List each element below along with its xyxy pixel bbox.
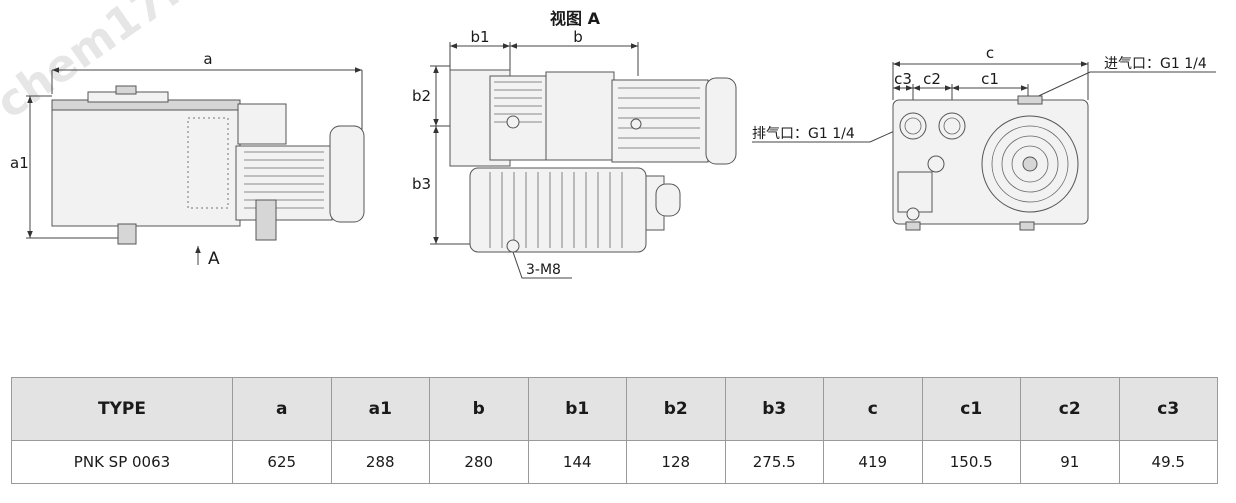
outlet-label: 排气口：G1 1/4 bbox=[752, 126, 855, 142]
column-header-b2: b2 bbox=[626, 377, 726, 441]
dim-label-c: c bbox=[986, 44, 994, 62]
cell-c: 419 bbox=[823, 440, 923, 484]
dim-label-c3: c3 bbox=[894, 70, 912, 88]
side-view: a a1 A bbox=[10, 50, 365, 269]
view-arrow-label: A bbox=[208, 249, 220, 269]
column-header-c2: c2 bbox=[1020, 377, 1120, 441]
cell-b: 280 bbox=[429, 440, 529, 484]
dim-label-b: b bbox=[573, 28, 583, 46]
column-header-b3: b3 bbox=[724, 377, 824, 441]
column-header-c: c bbox=[823, 377, 923, 441]
column-header-b: b bbox=[429, 377, 529, 441]
cell-type: PNK SP 0063 bbox=[11, 440, 233, 484]
dim-label-b1: b1 bbox=[470, 28, 489, 46]
cell-c3: 49.5 bbox=[1118, 440, 1218, 484]
cell-c1: 150.5 bbox=[921, 440, 1021, 484]
inlet-label: 进气口：G1 1/4 bbox=[1104, 56, 1207, 72]
dim-label-b2: b2 bbox=[412, 87, 431, 105]
spec-table: TYPE a a1 b b1 b2 b3 c c1 c2 c3 PNK SP 0… bbox=[11, 377, 1218, 484]
front-view: 视图 A b1 b b2 b3 3 bbox=[412, 9, 737, 279]
table-header-row: TYPE a a1 b b1 b2 b3 c c1 c2 c3 bbox=[11, 377, 1218, 441]
table-row: PNK SP 0063 625 288 280 144 128 275.5 41… bbox=[11, 440, 1218, 484]
cell-b1: 144 bbox=[527, 440, 627, 484]
screw-label: 3-M8 bbox=[526, 262, 561, 278]
watermark: chem17.com bbox=[987, 268, 1236, 290]
column-header-c3: c3 bbox=[1118, 377, 1218, 441]
column-header-a1: a1 bbox=[330, 377, 430, 441]
cell-b2: 128 bbox=[626, 440, 726, 484]
rear-view: c c3 c2 c1 进气口：G1 1/4 排气口：G1 1/4 bbox=[752, 44, 1216, 231]
cell-a1: 288 bbox=[330, 440, 430, 484]
dim-label-c1: c1 bbox=[981, 70, 999, 88]
dim-label-a: a bbox=[203, 50, 212, 68]
view-title: 视图 A bbox=[550, 9, 601, 28]
cell-c2: 91 bbox=[1020, 440, 1120, 484]
dim-label-c2: c2 bbox=[923, 70, 941, 88]
column-header-a: a bbox=[232, 377, 332, 441]
cell-b3: 275.5 bbox=[724, 440, 824, 484]
dim-label-a1: a1 bbox=[10, 154, 29, 172]
column-header-c1: c1 bbox=[921, 377, 1021, 441]
column-header-b1: b1 bbox=[527, 377, 627, 441]
dim-label-b3: b3 bbox=[412, 175, 431, 193]
column-header-type: TYPE bbox=[11, 377, 233, 441]
cell-a: 625 bbox=[232, 440, 332, 484]
technical-drawing: chem17.com chem17.com a a1 bbox=[0, 0, 1236, 290]
